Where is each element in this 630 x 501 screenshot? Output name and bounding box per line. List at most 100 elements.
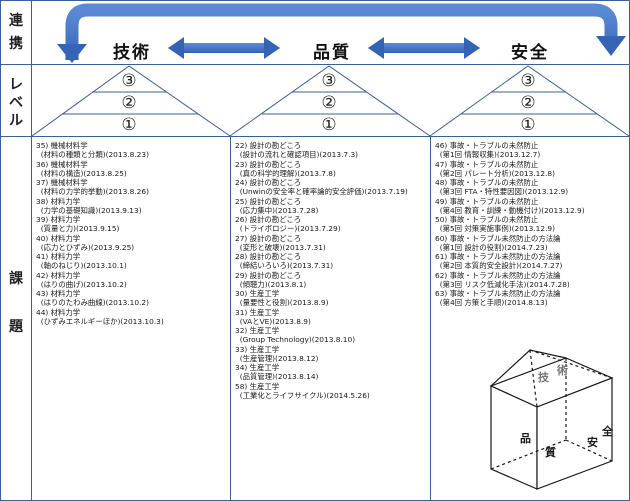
- task-line: (第2回 パレート分析)(2013.12.8): [435, 168, 556, 178]
- task-line: (傾聴力)(2013.8.1): [235, 279, 307, 289]
- task-line: (第3回 リスク低減化手法)(2014.7.28): [435, 279, 570, 289]
- task-line: 26) 設計の勘どころ: [235, 215, 302, 224]
- cube-label-safety-1: 安: [587, 436, 598, 449]
- task-line: (VAとVE)(2013.8.9): [235, 316, 311, 326]
- task-line: (第1回 設計の役割)(2014.7.23): [435, 242, 548, 252]
- task-line: (量要性と役割)(2013.8.9): [235, 298, 329, 308]
- task-line: (材料の力学的挙動)(2013.8.26): [36, 187, 149, 197]
- task-line: 49) 事故・トラブルの未然防止: [435, 196, 539, 206]
- quality-task-list: 22) 設計の勘どころ (設計の流れと確認項目)(2013.7.3)23) 設計…: [235, 141, 408, 400]
- task-line: 27) 設計の勘どころ: [235, 233, 302, 243]
- task-line: (ひずみエネルギーほか)(2013.10.3): [36, 316, 164, 326]
- task-line: (第4回 教育・訓練・動機付け)(2013.12.9): [435, 205, 585, 215]
- task-line: 28) 設計の勘どころ: [235, 252, 302, 261]
- row-header-renkei: 連 携: [7, 12, 25, 53]
- task-line: 23) 設計の勘どころ: [235, 159, 302, 169]
- task-line: 46) 事故・トラブルの未然防止: [435, 141, 539, 150]
- task-line: (第4回 方策と手順)(2014.8.13): [435, 298, 548, 308]
- task-line: (Group Technology)(2013.8.10): [235, 335, 356, 345]
- task-line: 24) 設計の勘どころ: [235, 178, 302, 187]
- task-line: (生産管理)(2013.8.12): [235, 353, 319, 363]
- column-title-technology: 技術: [113, 43, 151, 63]
- task-line: (応力集中)(2013.7.28): [235, 205, 319, 215]
- task-line: 44) 材料力学: [36, 307, 81, 317]
- task-line: 22) 設計の勘どころ: [235, 141, 302, 150]
- cube-label-quality-1: 品: [520, 432, 531, 445]
- task-line: 60) 事故・トラブル未然防止の方法論: [435, 233, 561, 243]
- task-line: (Unwinの安全率と確率論的安全評価)(2013.7.19): [235, 187, 408, 197]
- level-3-technology: ③: [121, 71, 137, 91]
- task-line: (変形と破壊)(2013.7.31): [235, 242, 326, 252]
- task-line: 61) 事故・トラブル未然防止の方法論: [435, 252, 561, 261]
- row-header-kadai-char-1: 課: [9, 271, 23, 287]
- level-2-technology: ②: [121, 93, 137, 113]
- cube-illustration: [489, 349, 614, 490]
- task-line: 43) 材料力学: [36, 289, 81, 298]
- level-2-safety: ②: [520, 93, 536, 113]
- task-line: 63) 事故・トラブル未然防止の方法論: [435, 289, 561, 298]
- cube-label-technology-1: 技: [538, 371, 549, 384]
- task-line: (はりの曲げ)(2013.10.2): [36, 279, 127, 289]
- task-line: 39) 材料力学: [36, 215, 81, 224]
- task-line: 35) 機械材料学: [36, 141, 88, 150]
- level-2-quality: ②: [321, 93, 337, 113]
- row-header-level-char-1: レ: [9, 77, 23, 93]
- task-line: 42) 材料力学: [36, 270, 81, 280]
- loop-arrow-head-right: [596, 36, 626, 56]
- task-line: 50) 事故・トラブルの未然防止: [435, 215, 539, 224]
- row-header-kadai: 課 題: [7, 270, 25, 336]
- task-line: (トライボロジー)(2013.7.29): [235, 224, 341, 234]
- row-header-level-char-2: ベ: [9, 95, 23, 112]
- task-line: 33) 生産工学: [235, 344, 280, 354]
- level-1-quality: ①: [321, 115, 337, 135]
- task-line: 31) 生産工学: [235, 307, 280, 317]
- column-title-safety: 安全: [511, 43, 549, 63]
- row-header-renkei-char-2: 携: [9, 36, 23, 53]
- technology-task-list: 35) 機械材料学 (材料の種類と分類)(2013.8.23)36) 機械材料学…: [36, 141, 164, 326]
- task-line: (はりのたわみ曲線)(2013.10.2): [36, 298, 149, 308]
- task-line: (軸のねじり)(2013.10.1): [36, 261, 127, 271]
- task-line: 25) 設計の勘どころ: [235, 196, 302, 206]
- task-line: 37) 機械材料学: [36, 178, 88, 187]
- double-arrow-tech-quality: [168, 37, 280, 59]
- task-line: 30) 生産工学: [235, 289, 280, 298]
- task-line: (設計の流れと確認項目)(2013.7.3): [235, 150, 359, 160]
- loop-arrow: [65, 3, 618, 60]
- task-line: (応力とひずみ)(2013.9.25): [36, 242, 135, 252]
- task-line: (第1回 情報収集)(2013.12.7): [435, 150, 541, 160]
- level-3-quality: ③: [321, 71, 337, 91]
- task-line: (質量と力)(2013.9.15): [36, 224, 120, 234]
- task-line: 41) 材料力学: [36, 252, 81, 261]
- task-line: (第3回 FTA・特性要因図)(2013.12.9): [435, 187, 569, 197]
- task-line: 47) 事故・トラブルの未然防止: [435, 159, 539, 169]
- column-title-quality: 品質: [313, 43, 351, 63]
- row-header-level-char-3: ル: [9, 113, 23, 130]
- task-line: 48) 事故・トラブルの未然防止: [435, 178, 539, 187]
- task-line: 38) 材料力学: [36, 196, 81, 206]
- level-1-technology: ①: [121, 115, 137, 135]
- task-line: (品質管理)(2013.8.14): [235, 372, 319, 382]
- task-line: 40) 材料力学: [36, 233, 81, 243]
- task-line: (工業化とライフサイクル)(2014.5.26): [235, 390, 370, 400]
- level-3-safety: ③: [520, 71, 536, 91]
- task-line: (第2回 本質的安全設計)(2014.7.27): [435, 261, 563, 271]
- cube-label-quality-2: 質: [545, 446, 556, 459]
- task-line: (材料の種類と分類)(2013.8.23): [36, 150, 149, 160]
- double-arrow-quality-safety: [368, 37, 480, 59]
- row-header-level: レ ベ ル: [7, 76, 25, 131]
- loop-arrow-head-left: [57, 44, 87, 63]
- level-1-safety: ①: [520, 115, 536, 135]
- task-line: 62) 事故・トラブル未然防止の方法論: [435, 270, 561, 280]
- row-header-kadai-char-2: 題: [9, 319, 23, 336]
- row-header-renkei-char-1: 連: [9, 13, 23, 29]
- cube-label-technology-2: 術: [557, 364, 568, 377]
- cube-label-safety-2: 全: [602, 425, 613, 438]
- task-line: (締結いろいろ)(2013.7.31): [235, 261, 334, 271]
- task-line: 34) 生産工学: [235, 363, 280, 372]
- task-line: 32) 生産工学: [235, 326, 280, 335]
- level-triangles: [31, 65, 630, 501]
- task-line: (材料の構造)(2013.8.25): [36, 168, 127, 178]
- safety-task-list: 46) 事故・トラブルの未然防止 (第1回 情報収集)(2013.12.7)47…: [435, 141, 585, 308]
- task-line: (真の科学的理解)(2013.7.8): [235, 168, 336, 178]
